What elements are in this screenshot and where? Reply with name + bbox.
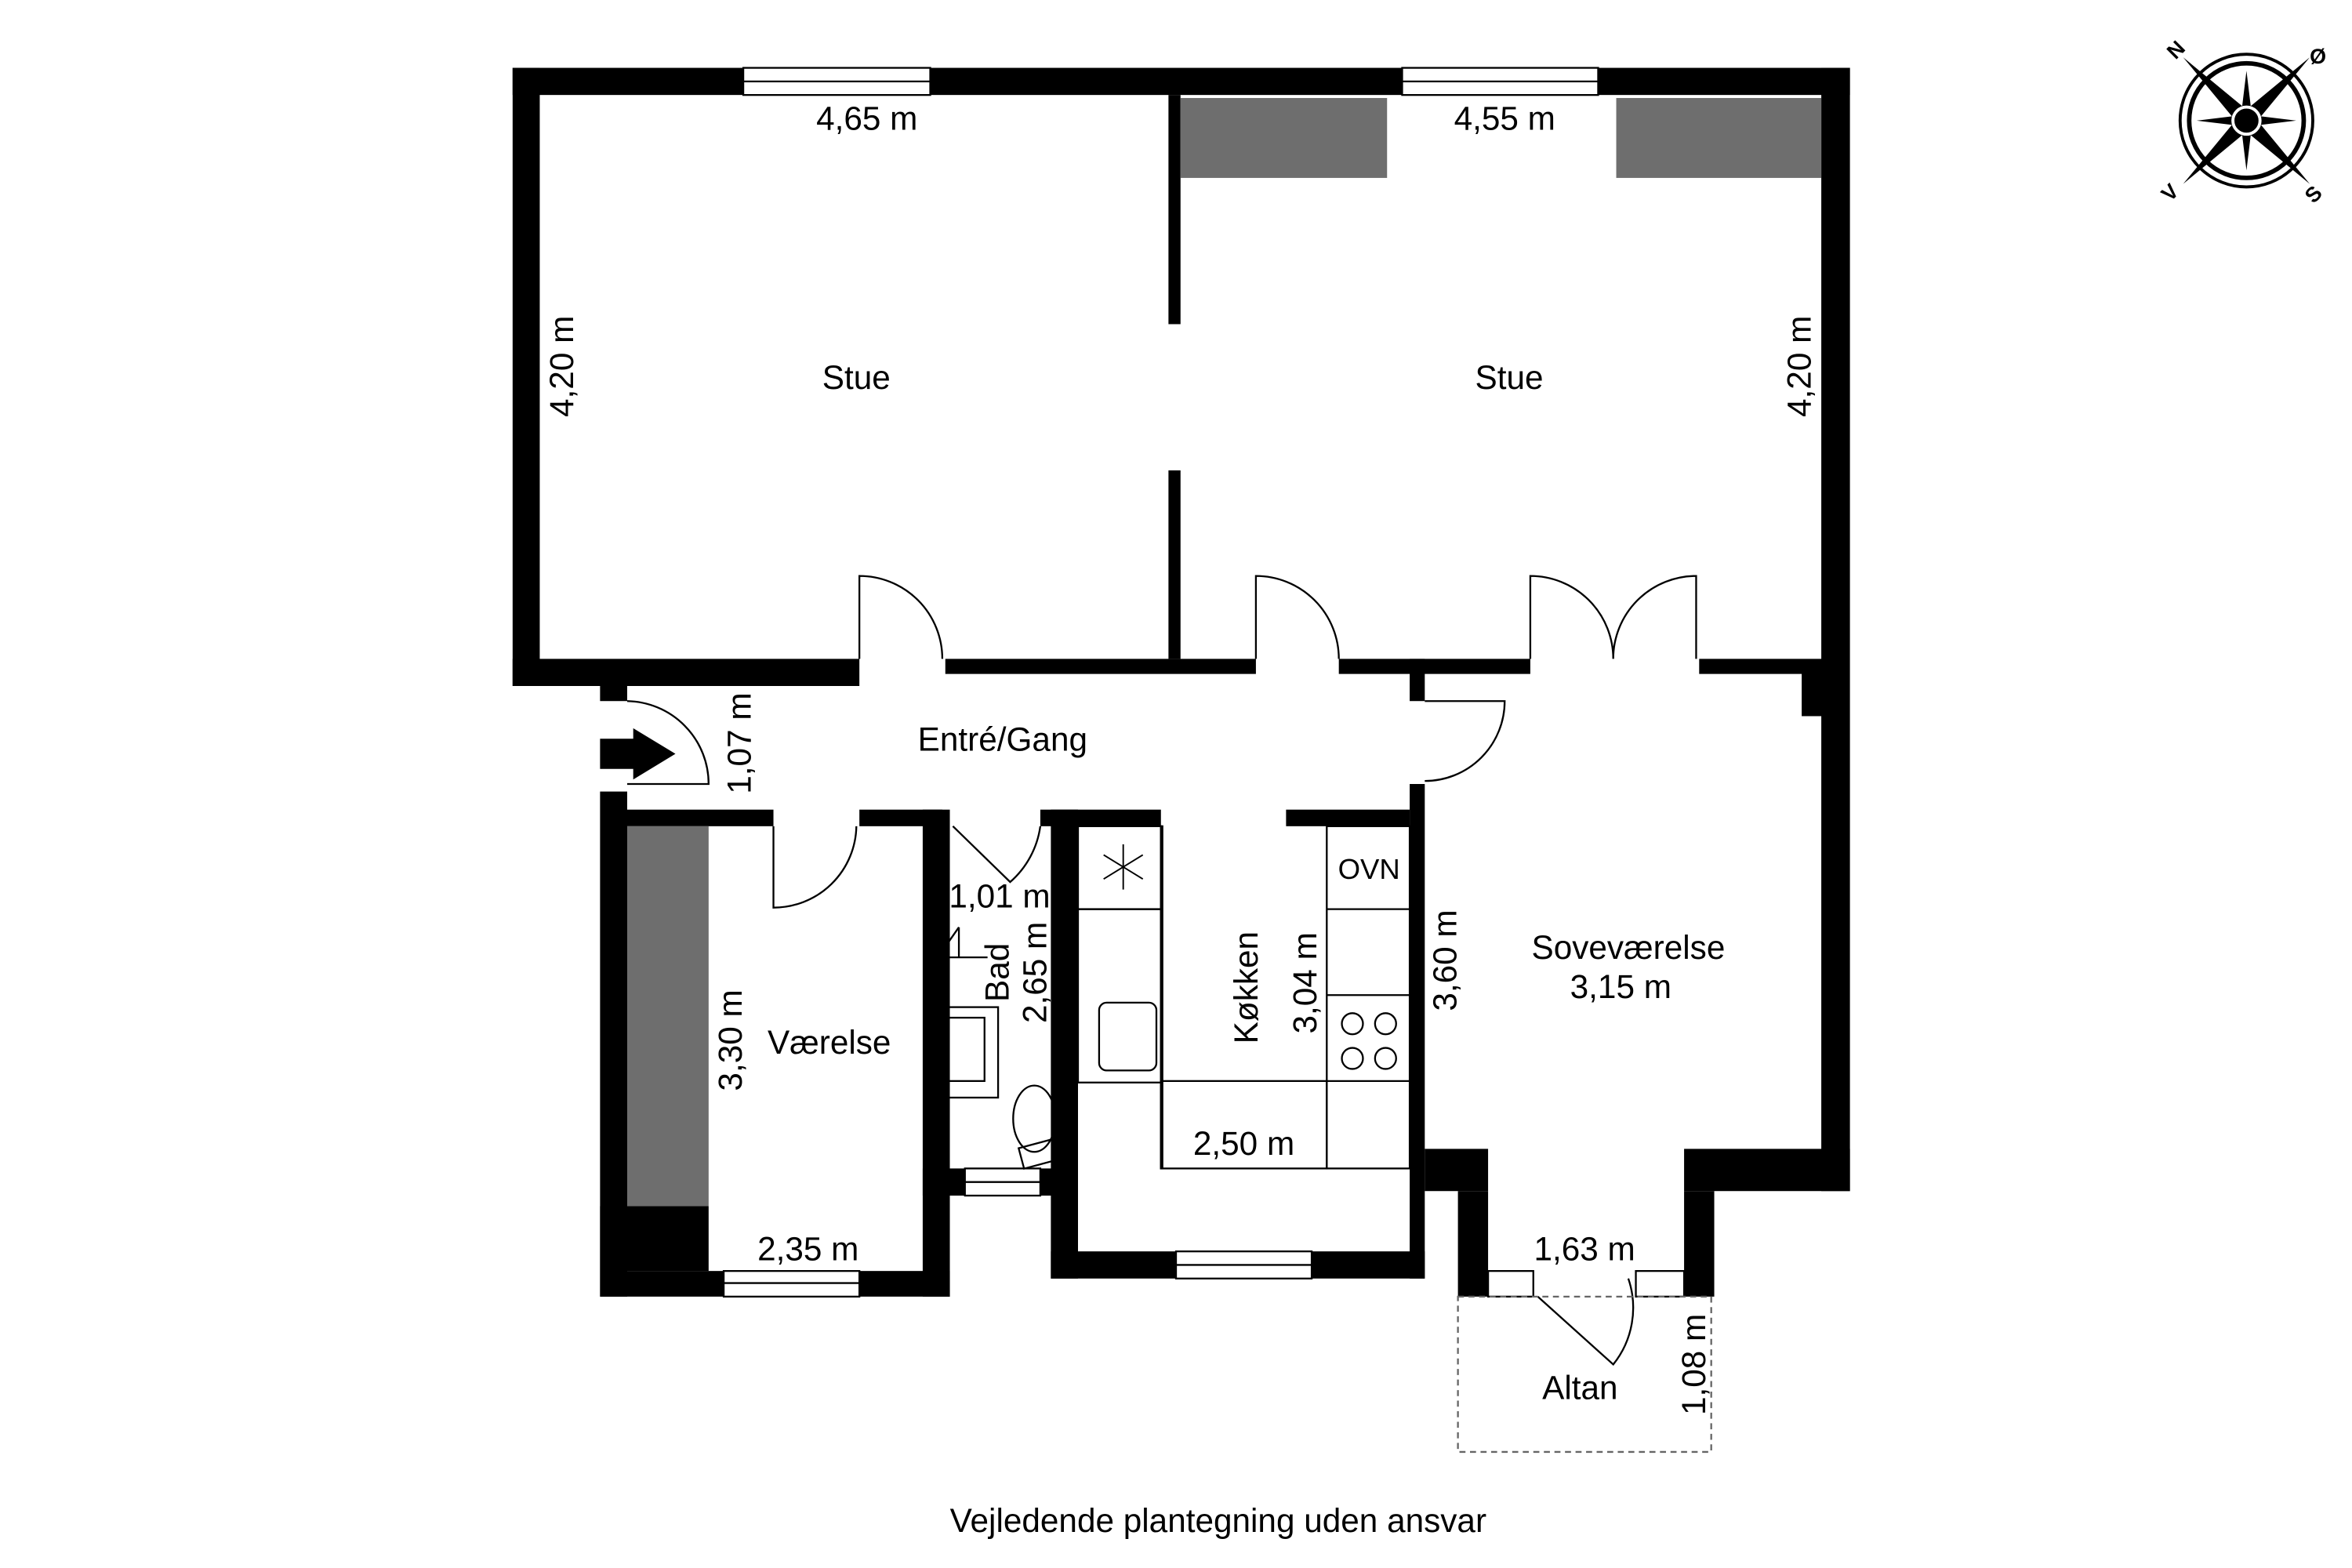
room-name-sovevaerelse: Soveværelse [1532,929,1726,966]
dim-bad-width: 1,01 m [949,878,1050,915]
room-name-bad: Bad [979,943,1016,1002]
dim-stue-left-width: 4,65 m [816,100,917,136]
bath-sink-icon [937,1006,1000,1099]
entrance-arrow-icon [600,728,676,780]
compass-icon: N Ø S V [2157,36,2327,208]
dim-bad-depth: 2,65 m [1017,922,1054,1023]
compass-south: S [2300,181,2327,208]
balcony-outline [1457,1295,1712,1454]
room-name-altan: Altan [1542,1370,1617,1406]
oven-label: OVN [1338,853,1400,885]
windows [722,67,1686,1298]
sink-icon [1098,1001,1158,1072]
dim-stue-right-width: 4,55 m [1454,100,1555,136]
dim-vaerelse-width: 2,35 m [757,1231,858,1268]
dim-altan-depth: 1,08 m [1675,1314,1712,1415]
dim-kokken-width: 2,50 m [1193,1125,1294,1162]
dim-kokken-depth: 3,04 m [1287,932,1323,1033]
compass-west: V [2157,180,2183,206]
room-name-stue-right: Stue [1475,359,1543,396]
room-name-stue-left: Stue [822,359,891,396]
dim-vaerelse-depth: 3,30 m [712,989,749,1091]
dim-altan-width: 1,63 m [1534,1231,1635,1268]
dim-entre-width: 1,07 m [721,692,758,793]
walls [512,67,1850,1297]
dim-stue-right-depth: 4,20 m [1781,316,1818,417]
dim-stue-left-depth: 4,20 m [543,316,580,417]
fixtures [627,98,1822,1207]
dim-sovevaerelse-width: 3,15 m [1570,968,1671,1005]
stove-icon [1341,1012,1397,1070]
toilet-icon [1012,1084,1057,1153]
doors [600,575,1697,1367]
footer-disclaimer: Vejledende plantegning uden ansvar [950,1502,1486,1539]
dim-sovevaerelse-depth: 3,60 m [1427,909,1464,1011]
freezer-icon [1103,844,1144,890]
room-name-vaerelse: Værelse [768,1024,891,1061]
shower-icon [935,927,988,959]
labels: Stue 4,65 m 4,20 m Stue 4,55 m 4,20 m En… [543,100,1818,1538]
compass-east: Ø [2310,45,2326,68]
room-name-kokken: Køkken [1228,931,1265,1044]
room-name-entre: Entré/Gang [918,721,1087,758]
